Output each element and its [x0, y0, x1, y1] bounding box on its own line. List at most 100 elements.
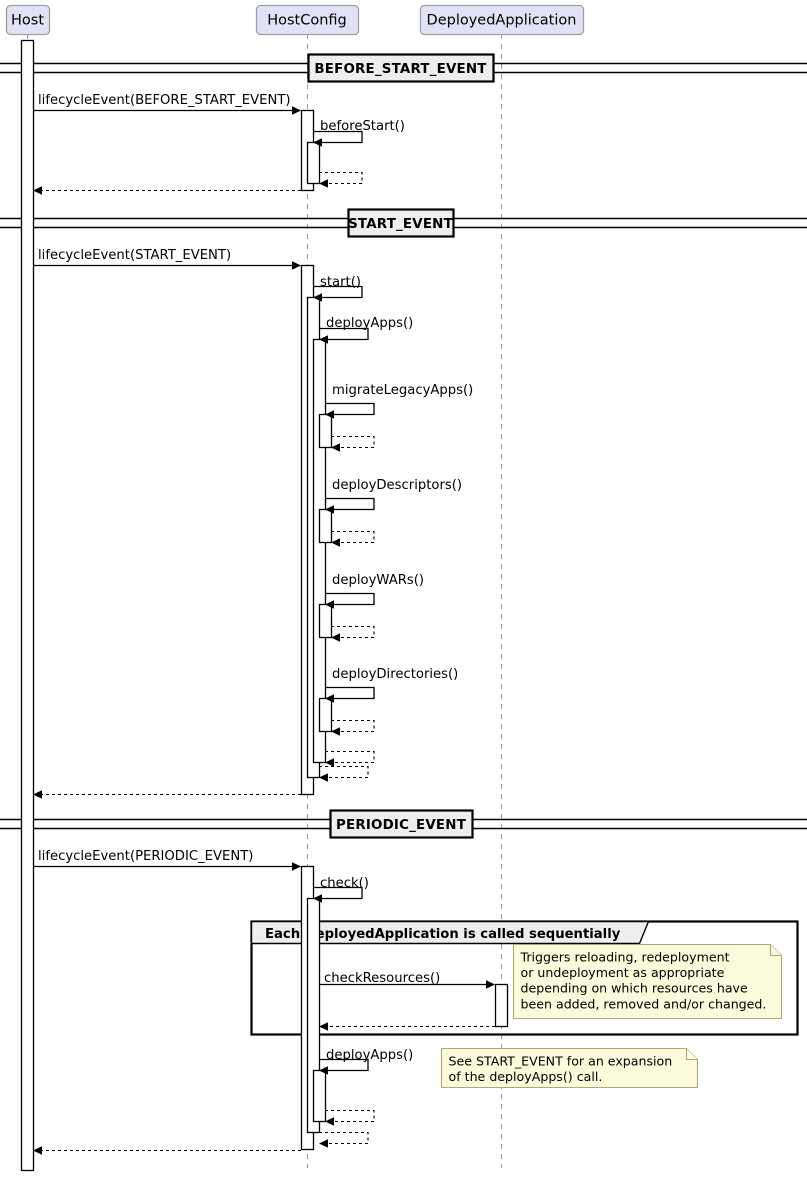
arrowhead-check-self	[313, 894, 322, 903]
activation-config-deployapps2-self	[312, 1069, 327, 1123]
divider-box-2	[329, 809, 474, 839]
check-resources-note-body	[512, 943, 783, 1020]
check-resources-note-line-3: been added, removed and/or changed.	[521, 996, 767, 1011]
arrowhead-deployapps-self	[319, 335, 328, 344]
message-line-before-start-self-ret	[319, 171, 363, 185]
activation-config-wars-self	[318, 603, 333, 639]
message-line-directories-self	[325, 686, 375, 700]
message-lifecycle-start-ret	[33, 790, 301, 799]
message-migrate-self-ret	[331, 435, 375, 452]
message-line-start-self	[313, 285, 363, 299]
message-wars-self-ret	[331, 625, 375, 642]
message-directories-self: deployDirectories()	[325, 667, 458, 703]
message-label-start-self: start()	[320, 275, 361, 290]
activation-deployed-checkres	[494, 983, 509, 1028]
dividers-layer: BEFORE_START_EVENT START_EVENT PERIODIC_EV…	[0, 53, 807, 839]
message-before-start-self: beforeStart()	[313, 119, 405, 147]
participant-host[interactable]: Host	[5, 4, 51, 36]
arrowhead-check-self-ret	[319, 1139, 328, 1148]
message-before-start-self-ret	[319, 171, 363, 188]
arrowhead-migrate-self-ret	[331, 443, 340, 452]
divider-0: BEFORE_START_EVENT	[0, 53, 807, 83]
participant-box-deploy	[419, 4, 585, 36]
messages-layer: lifecycleEvent(BEFORE_START_EVENT)before…	[33, 93, 495, 1155]
lifelines-layer	[27, 34, 502, 1168]
arrowhead-descriptors-self	[325, 505, 334, 514]
message-label-before-start-self: beforeStart()	[320, 119, 405, 134]
arrowhead-check-resources-ret	[319, 1022, 328, 1031]
arrowhead-before-start-self	[313, 138, 322, 147]
groups-layer: Each DeployedApplication is called seque…	[250, 920, 799, 1036]
message-lifecycle-before-start: lifecycleEvent(BEFORE_START_EVENT)	[33, 93, 301, 115]
message-check-resources: checkResources()	[319, 971, 495, 989]
message-line-deployapps-self	[319, 327, 369, 341]
message-start-self: start()	[313, 275, 363, 302]
message-label-descriptors-self: deployDescriptors()	[332, 478, 462, 493]
activation-config-migrate-self	[318, 413, 333, 449]
arrowhead-migrate-self	[325, 410, 334, 419]
arrowhead-lifecycle-before-ret	[33, 186, 42, 195]
participant-label-host: Host	[11, 13, 44, 29]
divider-1: START_EVENT	[0, 208, 807, 238]
arrowhead-start-self	[313, 293, 322, 302]
check-resources-note-fold	[769, 944, 782, 957]
deploy-apps-note-line-0: See START_EVENT for an expansion	[449, 1054, 673, 1069]
message-line-before-start-self	[313, 130, 363, 144]
message-check-resources-ret	[319, 1022, 495, 1031]
divider-label-2: PERIODIC_EVENT	[336, 818, 467, 833]
message-check-self: check()	[313, 876, 369, 903]
message-line-wars-self-ret	[331, 625, 375, 639]
arrowhead-before-start-self-ret	[319, 179, 328, 188]
message-directories-self-ret	[331, 719, 375, 736]
divider-label-1: START_EVENT	[348, 217, 454, 232]
message-line-deployapps2-self-ret	[325, 1109, 375, 1123]
message-line-descriptors-self-ret	[331, 530, 375, 544]
message-start-self-ret	[319, 765, 369, 782]
message-label-check-self: check()	[320, 876, 369, 891]
participant-config[interactable]: HostConfig	[255, 4, 360, 36]
message-lifecycle-start: lifecycleEvent(START_EVENT)	[33, 248, 301, 270]
arrowhead-lifecycle-periodic-ret	[33, 1146, 42, 1155]
participant-label-deploy: DeployedApplication	[427, 13, 577, 29]
message-line-descriptors-self	[325, 497, 375, 511]
activation-config-beforestart-self	[306, 141, 321, 185]
arrowhead-deployapps2-self-ret	[325, 1117, 334, 1126]
deploy-apps-note-body	[440, 1047, 699, 1089]
sequential-group-label: Each DeployedApplication is called seque…	[265, 927, 621, 942]
message-lifecycle-periodic: lifecycleEvent(PERIODIC_EVENT)	[33, 849, 301, 871]
check-resources-note-line-1: or undeployment as appropriate	[521, 965, 725, 980]
message-label-migrate-self: migrateLegacyApps()	[332, 383, 473, 398]
participant-deploy[interactable]: DeployedApplication	[419, 4, 585, 36]
message-label-deployapps2-self: deployApps()	[326, 1048, 413, 1063]
message-label-wars-self: deployWARs()	[332, 573, 424, 588]
message-descriptors-self: deployDescriptors()	[325, 478, 462, 514]
activation-host-root	[20, 39, 35, 1172]
participant-box-config	[255, 4, 360, 36]
message-label-lifecycle-before-start: lifecycleEvent(BEFORE_START_EVENT)	[38, 93, 291, 108]
arrowhead-directories-self	[325, 694, 334, 703]
arrowhead-start-self-ret	[319, 773, 328, 782]
message-line-deployapps2-self	[319, 1058, 369, 1072]
message-label-lifecycle-start: lifecycleEvent(START_EVENT)	[38, 248, 231, 263]
sequential-group-tab	[250, 920, 650, 945]
divider-label-0: BEFORE_START_EVENT	[314, 62, 487, 77]
message-descriptors-self-ret	[331, 530, 375, 547]
message-line-check-self-ret	[319, 1131, 369, 1145]
message-wars-self: deployWARs()	[325, 573, 424, 609]
message-lifecycle-before-ret	[33, 186, 301, 195]
arrowhead-directories-self-ret	[331, 727, 340, 736]
message-label-deployapps-self: deployApps()	[326, 316, 413, 331]
arrowhead-deployapps-self-ret	[325, 758, 334, 767]
message-line-migrate-self	[325, 402, 375, 416]
arrowhead-wars-self	[325, 600, 334, 609]
deploy-apps-note-line-1: of the deployApps() call.	[449, 1069, 603, 1084]
arrowhead-lifecycle-periodic	[292, 862, 301, 871]
message-line-directories-self-ret	[331, 719, 375, 733]
message-lifecycle-periodic-ret	[33, 1146, 301, 1155]
deploy-apps-note-fold	[685, 1048, 698, 1061]
message-check-self-ret	[319, 1131, 369, 1148]
